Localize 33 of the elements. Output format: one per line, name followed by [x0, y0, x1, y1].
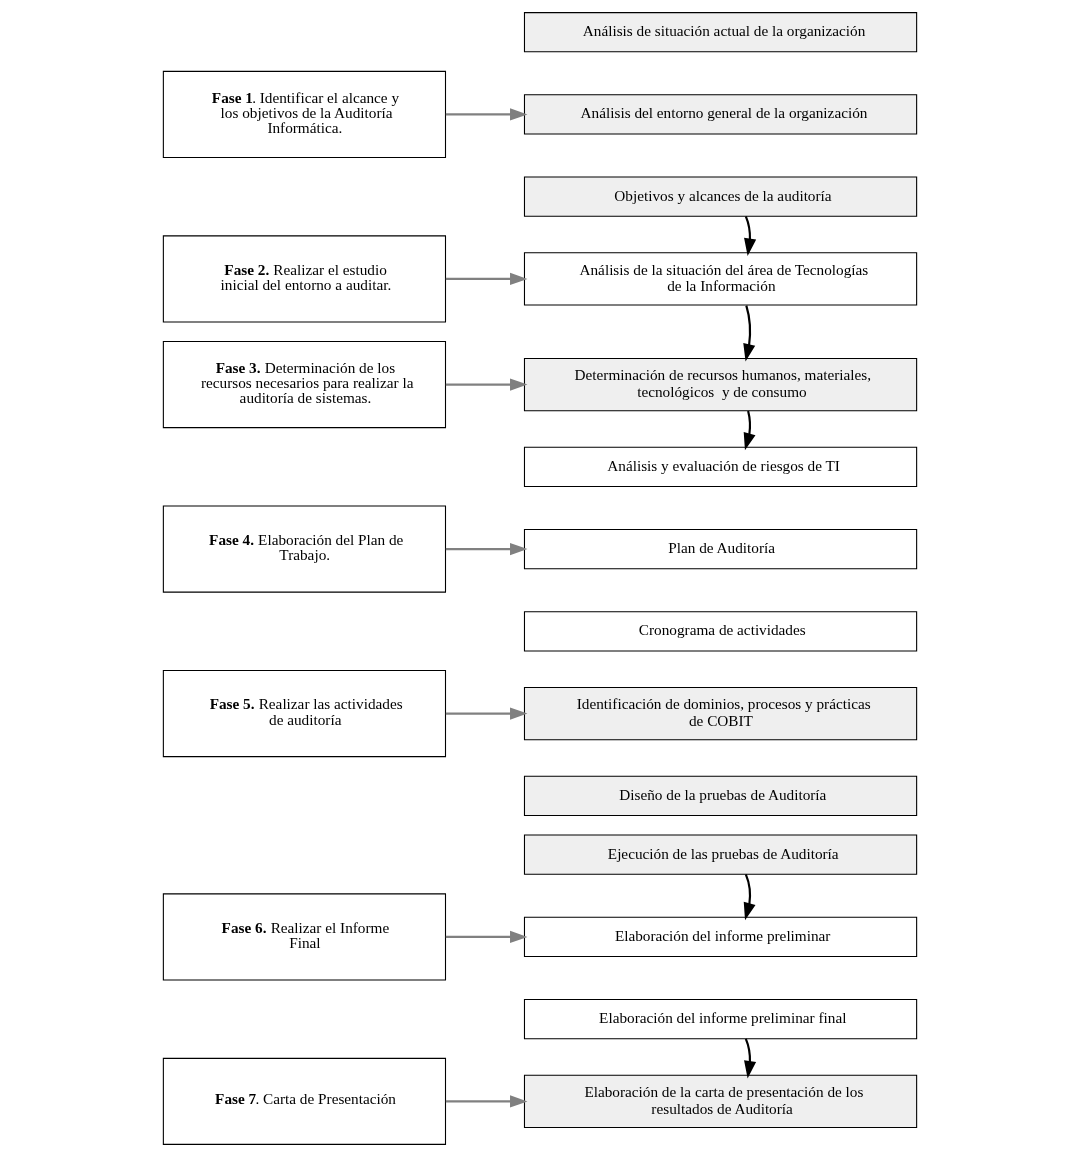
- node-box: Análisis y evaluación de riesgos de TI: [523, 446, 918, 487]
- arrow: [445, 542, 528, 556]
- node-box: Fase 6. Realizar el Informe Final: [162, 893, 447, 981]
- node-box: Ejecución de las pruebas de Auditoría: [523, 834, 918, 875]
- node-box: Análisis de la situación del área de Tecnologías de la Información: [523, 252, 918, 306]
- node-box: Determinación de recursos humanos, materiales, tecnológicos y de consumo: [523, 357, 918, 412]
- arrow: [445, 707, 528, 720]
- node-box: Diseño de la pruebas de Auditoría: [523, 775, 918, 816]
- node-box: Identificación de dominios, procesos y prácticas de COBIT: [523, 686, 918, 741]
- node-box: Elaboración del informe preliminar final: [523, 999, 918, 1040]
- arrow: [445, 108, 528, 121]
- arrow: [744, 215, 757, 256]
- arrow: [743, 305, 756, 362]
- arrow: [445, 272, 528, 286]
- node-box: Análisis del entorno general de la organización: [523, 94, 918, 135]
- arrow: [744, 1038, 757, 1079]
- node-box: Plan de Auditoría: [523, 528, 918, 570]
- node-box: Fase 2. Realizar el estudio inicial del entorno a auditar.: [162, 235, 447, 323]
- node-box: Elaboración de la carta de presentación de los resultados de Auditoría: [523, 1074, 918, 1129]
- arrow: [445, 930, 528, 943]
- node-box: Fase 5. Realizar las actividades de auditoría: [162, 670, 447, 758]
- arrow: [445, 378, 528, 391]
- node-box: Fase 7. Carta de Presentación: [162, 1057, 447, 1145]
- node-box: Elaboración del informe preliminar: [523, 916, 918, 958]
- arrow: [445, 1095, 528, 1108]
- node-box: Análisis de situación actual de la organización: [523, 12, 918, 53]
- arrow: [743, 410, 756, 451]
- node-box: Cronograma de actividades: [523, 611, 918, 652]
- node-box: Fase 1. Identificar el alcance y los objetivos de la Auditoría Informática.: [162, 70, 447, 158]
- arrow: [743, 873, 756, 921]
- node-box: Objetivos y alcances de la auditoría: [523, 176, 918, 217]
- node-box: Fase 4. Elaboración del Plan de Trabajo.: [162, 505, 447, 593]
- node-box: Fase 3. Determinación de los recursos necesarios para realizar la auditoría de sistemas.: [162, 341, 447, 429]
